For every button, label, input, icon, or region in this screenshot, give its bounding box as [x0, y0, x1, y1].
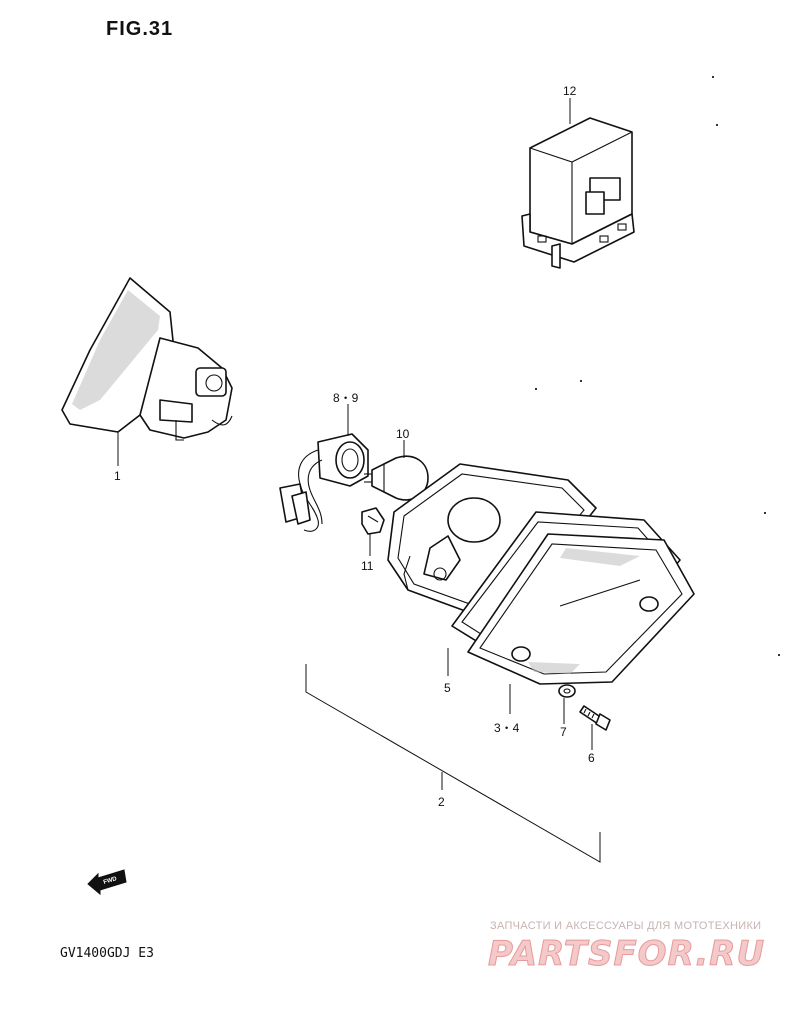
- callout-7: 7: [560, 725, 567, 739]
- figure-title: FIG.31: [106, 18, 174, 40]
- part-10-bulb[interactable]: [364, 455, 429, 501]
- fwd-label: FWD: [103, 876, 118, 886]
- callout-10: 10: [396, 427, 410, 441]
- callout-12: 12: [563, 84, 577, 98]
- part-1-turn-signal-assembly[interactable]: [61, 277, 233, 441]
- callout-6: 6: [588, 751, 595, 765]
- model-code: GV1400GDJ E3: [60, 946, 154, 961]
- callout-5: 5: [444, 681, 451, 695]
- callout-3-4: 3・4: [494, 721, 520, 735]
- fwd-arrow-icon: FWD: [87, 869, 127, 896]
- watermark-caption: ЗАПЧАСТИ И АКСЕССУАРЫ ДЛЯ МОТОТЕХНИКИ: [490, 920, 762, 932]
- scan-specks: [535, 76, 780, 656]
- callout-8-9: 8・9: [333, 391, 359, 405]
- lamp-housing[interactable]: [387, 463, 597, 613]
- part-8-9-socket-wiring[interactable]: [279, 433, 369, 532]
- part-7-washer[interactable]: [558, 684, 576, 698]
- callout-1: 1: [114, 469, 121, 483]
- assembly-bracket-2: [305, 664, 601, 863]
- callout-2: 2: [438, 795, 445, 809]
- part-3-4-lens[interactable]: [467, 533, 695, 685]
- callout-11: 11: [361, 559, 374, 573]
- watermark-logo: PARTSFOR.RU: [487, 934, 766, 975]
- part-12-relay[interactable]: [521, 117, 635, 269]
- part-11-clip[interactable]: [361, 507, 385, 535]
- part-6-screw[interactable]: [579, 705, 611, 731]
